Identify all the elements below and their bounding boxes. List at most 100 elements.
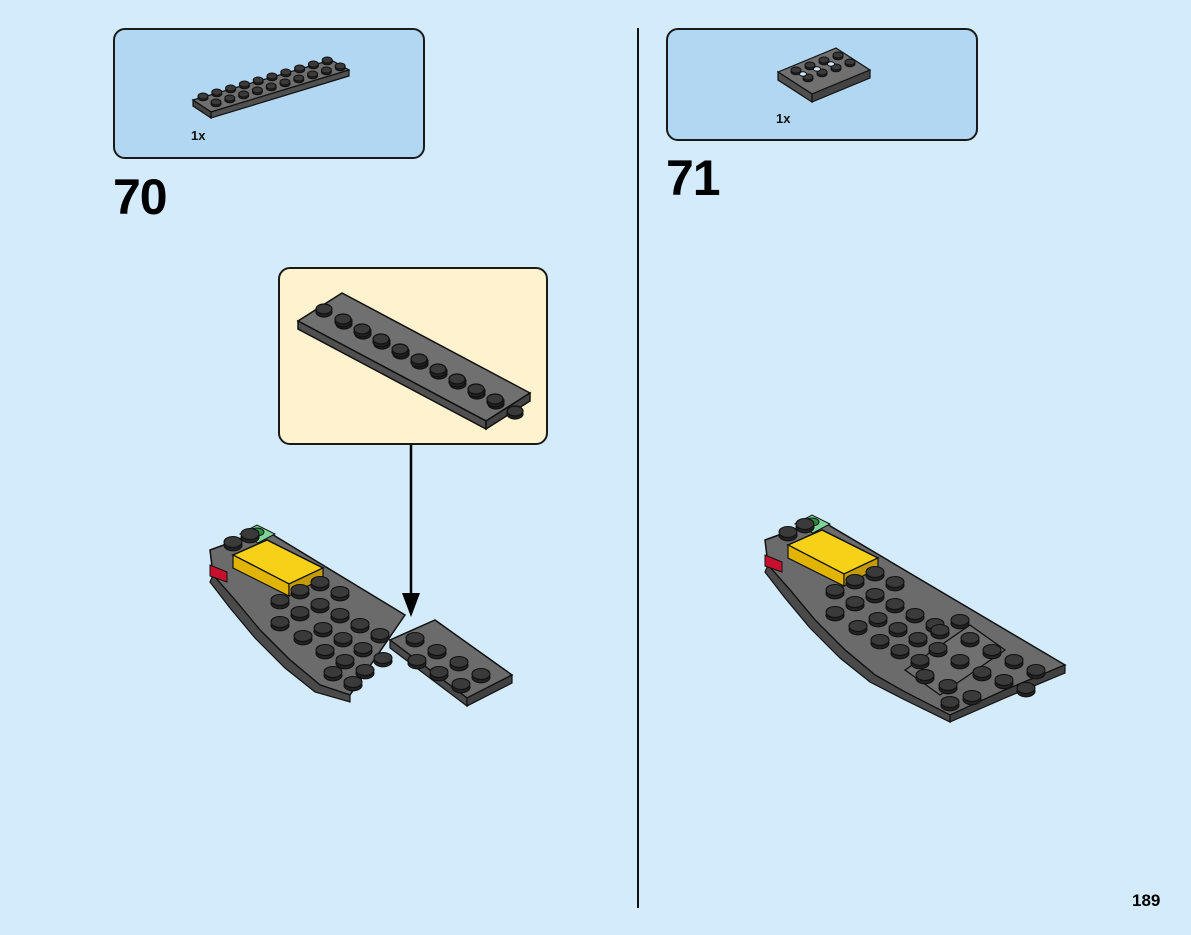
stud bbox=[994, 673, 1014, 687]
stud bbox=[506, 405, 524, 417]
stud bbox=[330, 607, 350, 621]
stud bbox=[270, 593, 290, 607]
stud bbox=[238, 80, 250, 88]
step-70-model-illustration bbox=[209, 524, 514, 708]
stud bbox=[825, 605, 845, 619]
stud bbox=[315, 643, 335, 657]
stud bbox=[279, 78, 291, 86]
stud-hole bbox=[813, 66, 821, 72]
stud bbox=[832, 51, 844, 59]
stud bbox=[885, 575, 905, 589]
stud bbox=[370, 627, 390, 641]
stud bbox=[405, 631, 425, 645]
stud bbox=[848, 619, 868, 633]
stud bbox=[962, 689, 982, 703]
stud bbox=[910, 653, 930, 667]
stud bbox=[890, 643, 910, 657]
stud bbox=[1026, 663, 1046, 677]
stud bbox=[888, 621, 908, 635]
step-70-callout-box bbox=[278, 267, 548, 445]
stud bbox=[307, 60, 319, 68]
stud bbox=[865, 587, 885, 601]
stud bbox=[930, 623, 950, 637]
stud bbox=[334, 62, 346, 70]
stud bbox=[252, 76, 264, 84]
stud bbox=[471, 667, 491, 681]
stud bbox=[372, 333, 390, 345]
stud bbox=[353, 323, 371, 335]
stud bbox=[950, 653, 970, 667]
stud bbox=[467, 383, 485, 395]
stud bbox=[905, 607, 925, 621]
stud bbox=[224, 94, 236, 102]
stud bbox=[1016, 681, 1036, 695]
step-70-part-quantity: 1x bbox=[191, 128, 206, 143]
stud bbox=[320, 66, 332, 74]
page-divider bbox=[637, 28, 639, 908]
stud bbox=[804, 61, 816, 69]
stud bbox=[294, 64, 306, 72]
step-71-model-illustration bbox=[764, 514, 1067, 723]
stud bbox=[197, 92, 209, 100]
stud bbox=[211, 88, 223, 96]
placement-arrow bbox=[402, 445, 420, 617]
stud bbox=[373, 651, 393, 665]
stud bbox=[825, 583, 845, 597]
stud bbox=[280, 68, 292, 76]
stud bbox=[908, 631, 928, 645]
stud bbox=[251, 86, 263, 94]
stud bbox=[885, 597, 905, 611]
stud bbox=[844, 58, 856, 66]
stud bbox=[950, 613, 970, 627]
stud bbox=[210, 98, 222, 106]
stud bbox=[333, 631, 353, 645]
stud bbox=[315, 303, 333, 315]
step-70-number: 70 bbox=[113, 169, 168, 225]
stud bbox=[938, 678, 958, 692]
plate-2x10-callout-illustration bbox=[296, 292, 532, 431]
stud bbox=[778, 525, 798, 539]
stud bbox=[410, 353, 428, 365]
stud bbox=[310, 597, 330, 611]
stud bbox=[265, 82, 277, 90]
stud bbox=[429, 363, 447, 375]
stud bbox=[870, 633, 890, 647]
stud bbox=[307, 70, 319, 78]
stud bbox=[960, 631, 980, 645]
stud bbox=[353, 641, 373, 655]
stud bbox=[350, 617, 370, 631]
stud-hole bbox=[827, 61, 835, 67]
stud bbox=[238, 90, 250, 98]
stud bbox=[845, 573, 865, 587]
stud bbox=[972, 665, 992, 679]
stud bbox=[293, 629, 313, 643]
stud bbox=[940, 695, 960, 709]
stud bbox=[427, 643, 447, 657]
step-71-number: 71 bbox=[666, 150, 721, 206]
stud bbox=[451, 677, 471, 691]
stud bbox=[355, 663, 375, 677]
stud bbox=[449, 655, 469, 669]
stud bbox=[290, 583, 310, 597]
stud bbox=[293, 74, 305, 82]
stud bbox=[790, 66, 802, 74]
stud bbox=[429, 665, 449, 679]
stud bbox=[982, 643, 1002, 657]
stud bbox=[795, 517, 815, 531]
page-number: 189 bbox=[1132, 891, 1161, 910]
step-71-parts-box: 1x bbox=[666, 28, 978, 141]
stud bbox=[915, 668, 935, 682]
stud bbox=[343, 675, 363, 689]
stud bbox=[868, 611, 888, 625]
step-71-part-quantity: 1x bbox=[776, 111, 791, 126]
stud bbox=[335, 653, 355, 667]
plate-2x10-part-icon bbox=[191, 56, 351, 120]
stud bbox=[1004, 653, 1024, 667]
stud bbox=[290, 605, 310, 619]
stud bbox=[321, 56, 333, 64]
stud bbox=[486, 393, 504, 405]
step-70-parts-box: 1x bbox=[113, 28, 425, 159]
stud bbox=[928, 641, 948, 655]
stud bbox=[323, 665, 343, 679]
stud bbox=[310, 575, 330, 589]
